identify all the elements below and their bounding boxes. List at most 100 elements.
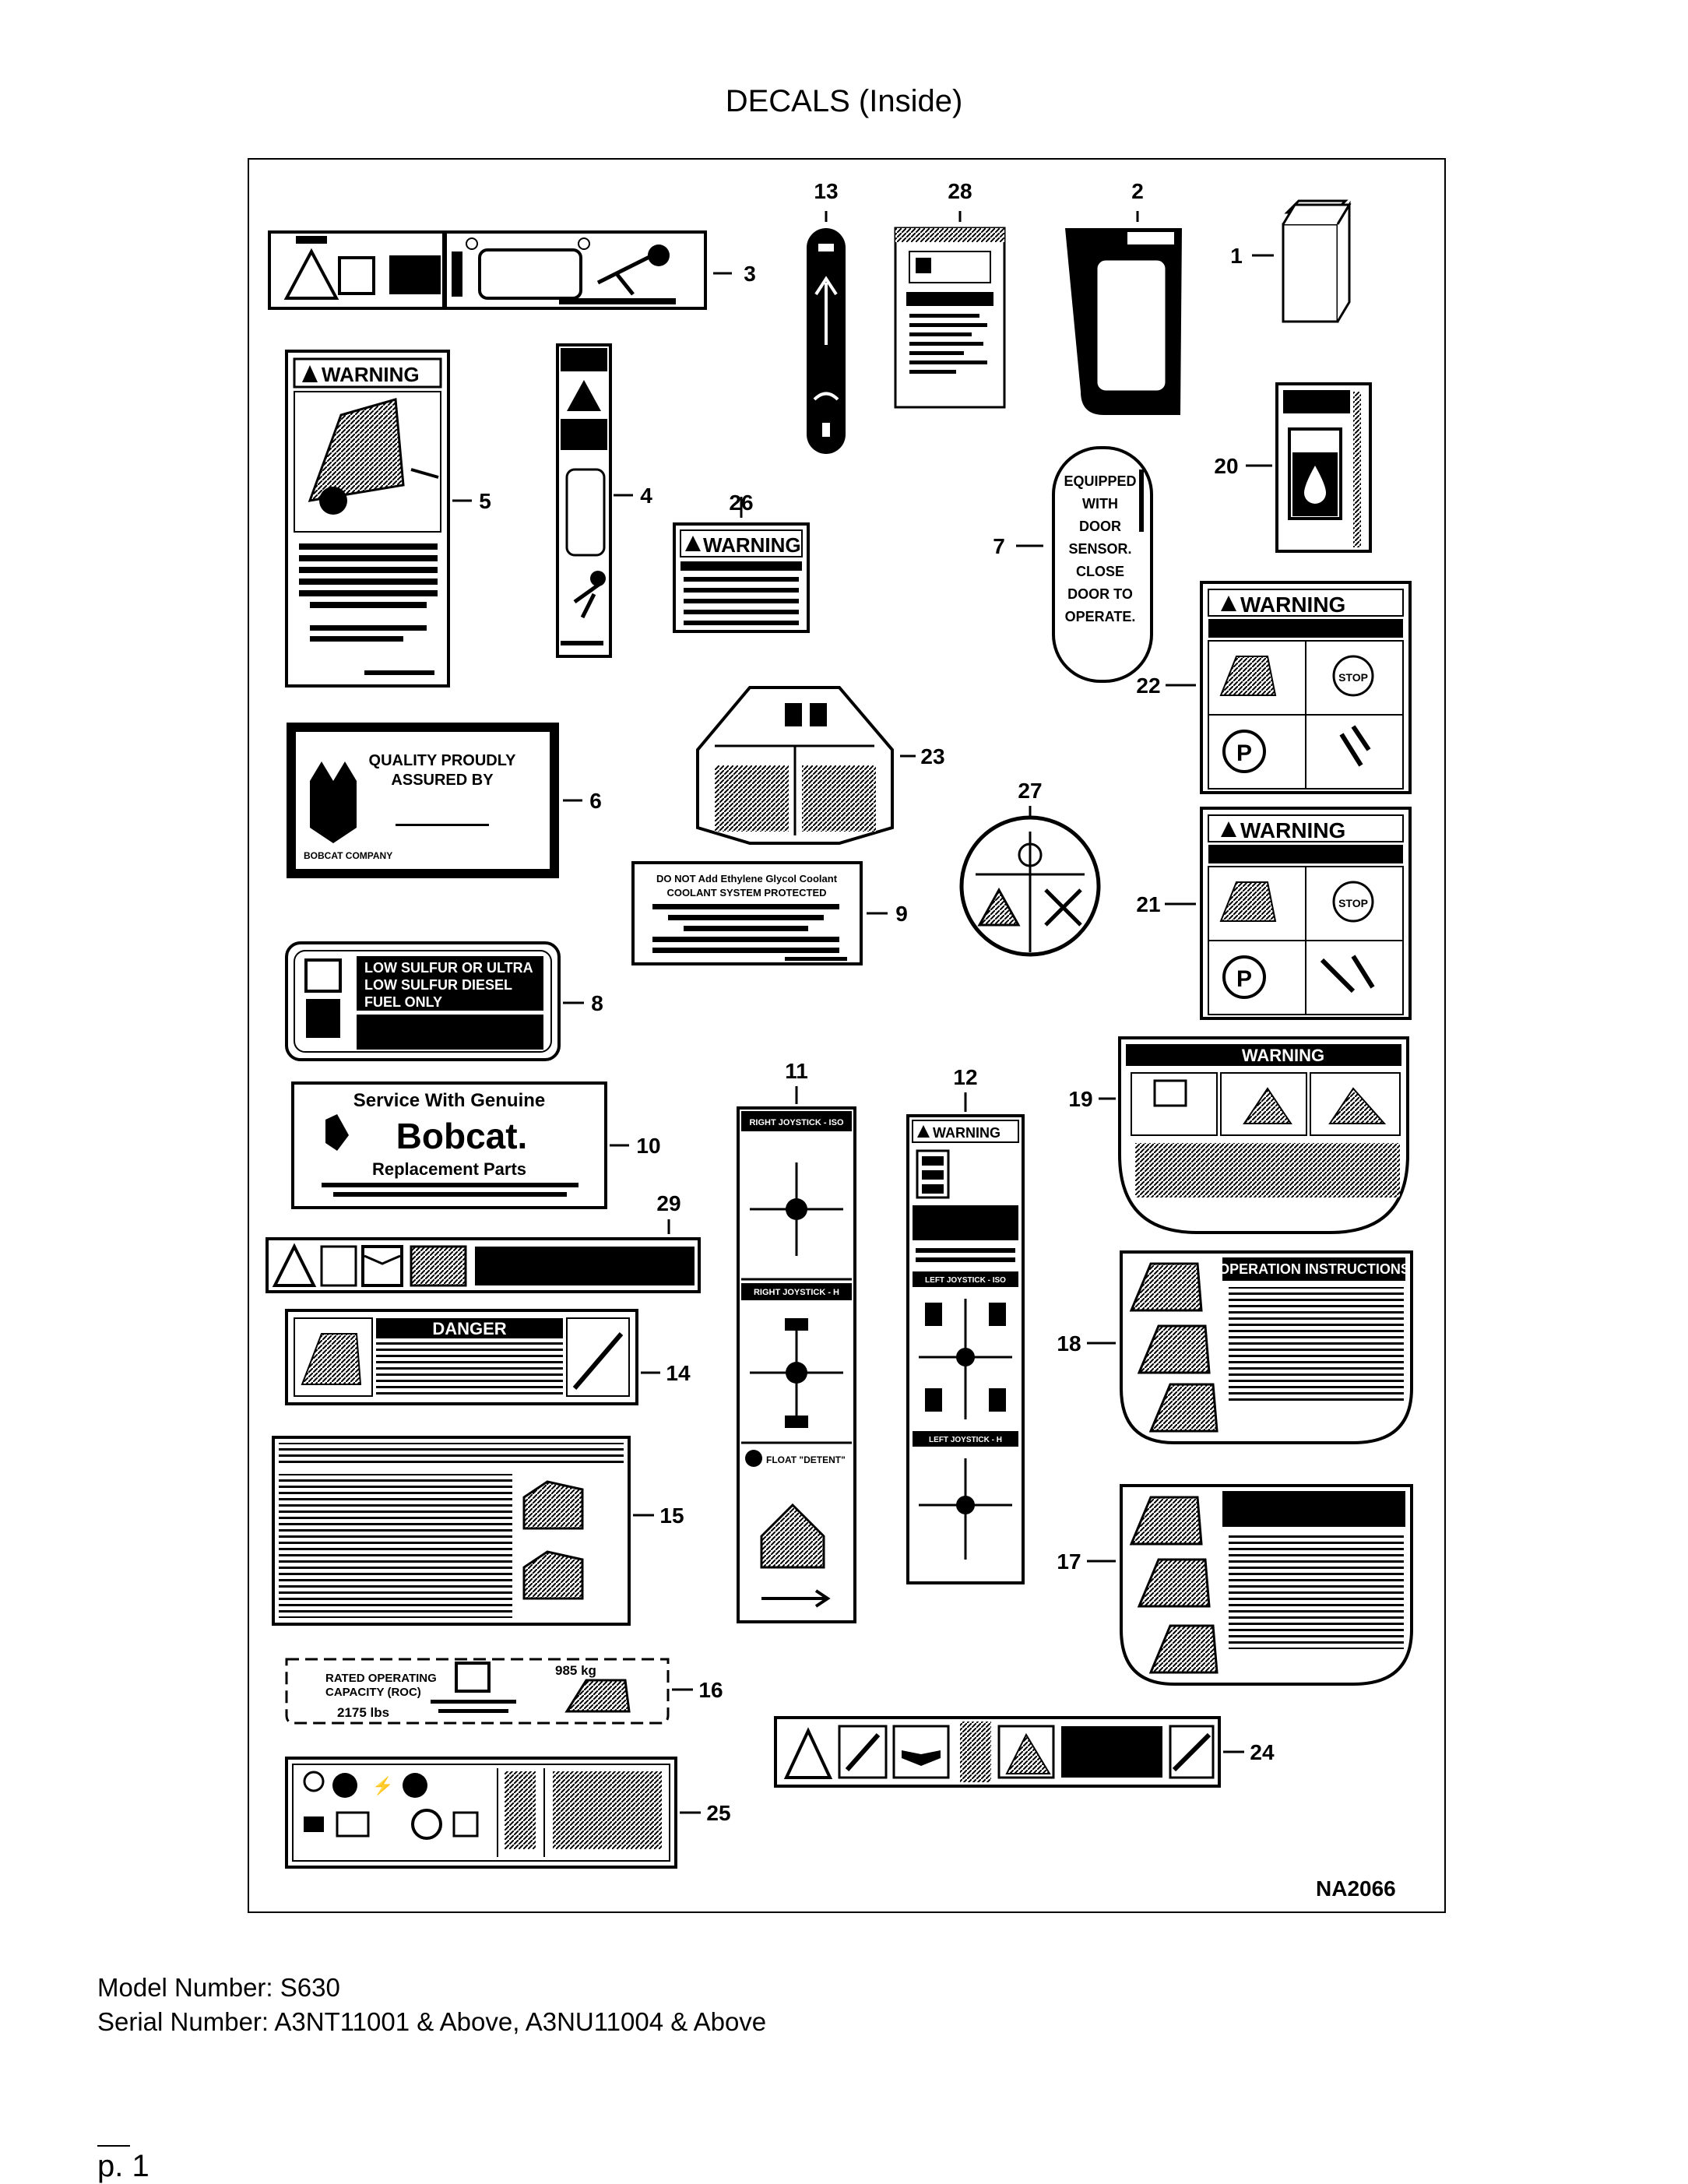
decal-26-warning: WARNING <box>703 533 801 557</box>
decal-11: RIGHT JOYSTICK - ISO RIGHT JOYSTICK - H … <box>737 1106 856 1623</box>
decal-23 <box>696 686 894 845</box>
bobcat-company: BOBCAT COMPANY <box>304 850 392 861</box>
decal-16: RATED OPERATING CAPACITY (ROC) 2175 lbs … <box>285 1658 670 1725</box>
svg-text:⚡: ⚡ <box>372 1776 393 1796</box>
callout-19: 19 <box>1068 1087 1092 1111</box>
decal-4 <box>556 343 612 658</box>
callout-22: 22 <box>1136 673 1160 698</box>
rated-capacity-lbs: 2175 lbs <box>337 1705 389 1720</box>
callout-26: 26 <box>729 491 753 515</box>
callout-9: 9 <box>895 902 908 926</box>
decal-9: DO NOT Add Ethylene Glycol Coolant COOLA… <box>631 861 863 965</box>
quality-line-1: QUALITY PROUDLY <box>369 752 517 769</box>
coolant-line-1: DO NOT Add Ethylene Glycol Coolant <box>656 873 838 885</box>
decal-1 <box>1282 199 1352 323</box>
model-number: Model Number: S630 <box>97 1973 340 2002</box>
decal-2 <box>1065 228 1182 415</box>
rated-capacity-line-1: RATED OPERATING <box>325 1672 437 1685</box>
serial-number: Serial Number: A3NT11001 & Above, A3NU11… <box>97 2007 767 2036</box>
callout-15: 15 <box>659 1503 684 1528</box>
callout-10: 10 <box>636 1134 660 1158</box>
callout-4: 4 <box>640 484 652 508</box>
callout-8: 8 <box>591 991 603 1015</box>
decal-19-warning: WARNING <box>1242 1046 1324 1065</box>
decal-29 <box>266 1237 701 1293</box>
decal-22-stop: STOP <box>1338 671 1368 684</box>
quality-line-2: ASSURED BY <box>391 772 494 789</box>
door-sensor-line-3: DOOR <box>1079 519 1121 534</box>
callout-18: 18 <box>1057 1331 1081 1356</box>
decal-22-warning: WARNING <box>1240 593 1345 617</box>
fuel-line-1: LOW SULFUR OR ULTRA <box>364 960 533 976</box>
callout-17: 17 <box>1057 1549 1081 1574</box>
callout-23: 23 <box>920 744 944 768</box>
svg-text:P: P <box>1236 966 1252 992</box>
callout-13: 13 <box>814 179 838 203</box>
right-joystick-h: RIGHT JOYSTICK - H <box>754 1288 839 1297</box>
decal-15 <box>272 1436 631 1626</box>
leader-lines <box>452 211 1274 1814</box>
decal-14-danger: DANGER <box>432 1319 506 1338</box>
decal-19: WARNING <box>1118 1036 1409 1234</box>
fuel-line-3: FUEL ONLY <box>364 994 442 1010</box>
diagram-frame <box>248 158 1446 1913</box>
rated-capacity-kg: 985 kg <box>555 1663 596 1678</box>
page-rule <box>97 2145 130 2147</box>
callout-3: 3 <box>744 262 756 286</box>
right-joystick-iso: RIGHT JOYSTICK - ISO <box>749 1118 843 1127</box>
callout-numbers: 13 28 2 1 3 5 4 26 20 7 22 23 6 27 21 9 … <box>479 179 1275 1825</box>
decal-17 <box>1120 1484 1413 1686</box>
callout-24: 24 <box>1250 1740 1275 1764</box>
decal-21-stop: STOP <box>1338 897 1368 909</box>
decal-21-warning: WARNING <box>1240 818 1345 842</box>
callout-6: 6 <box>589 789 602 813</box>
decal-12: WARNING LEFT JOYSTICK - ISO LEFT JOYSTIC… <box>906 1114 1025 1584</box>
callout-25: 25 <box>706 1801 730 1825</box>
decal-18: OPERATION INSTRUCTIONS <box>1120 1250 1413 1444</box>
decal-28 <box>894 227 1006 409</box>
page-title: DECALS (Inside) <box>725 84 963 118</box>
fuel-line-2: LOW SULFUR DIESEL <box>364 977 512 993</box>
callout-2: 2 <box>1131 179 1144 203</box>
door-sensor-line-7: OPERATE. <box>1065 609 1136 624</box>
callout-14: 14 <box>666 1361 691 1385</box>
decal-7: EQUIPPED WITH DOOR SENSOR. CLOSE DOOR TO… <box>1052 446 1153 683</box>
rated-capacity-line-2: CAPACITY (ROC) <box>325 1686 421 1699</box>
left-joystick-h: LEFT JOYSTICK - H <box>929 1436 1002 1444</box>
callout-1: 1 <box>1230 244 1243 268</box>
callout-5: 5 <box>479 489 491 513</box>
decal-26: WARNING <box>673 522 810 633</box>
decal-5-warning: WARNING <box>322 363 420 386</box>
callout-12: 12 <box>953 1065 977 1089</box>
genuine-line-2: Replacement Parts <box>372 1159 526 1179</box>
decal-14: DANGER <box>285 1309 638 1405</box>
coolant-line-2: COOLANT SYSTEM PROTECTED <box>666 887 826 899</box>
callout-27: 27 <box>1018 779 1042 803</box>
page-number: p. 1 <box>97 2149 149 2183</box>
door-sensor-line-4: SENSOR. <box>1068 541 1131 557</box>
door-sensor-line-5: CLOSE <box>1076 564 1124 579</box>
left-joystick-iso: LEFT JOYSTICK - ISO <box>925 1276 1006 1285</box>
decal-22: WARNING STOP P <box>1200 581 1412 794</box>
decal-21: WARNING STOP P <box>1200 807 1412 1020</box>
door-sensor-line-6: DOOR TO <box>1067 586 1133 602</box>
decal-diagram: WARNING WARNING <box>266 179 1413 1869</box>
decal-12-warning: WARNING <box>933 1125 1000 1141</box>
float-detent: FLOAT "DETENT" <box>766 1454 846 1465</box>
decal-6: QUALITY PROUDLY ASSURED BY BOBCAT COMPAN… <box>287 723 559 878</box>
callout-28: 28 <box>948 179 972 203</box>
decal-18-operation: OPERATION INSTRUCTIONS <box>1219 1261 1410 1277</box>
decal-8: LOW SULFUR OR ULTRA LOW SULFUR DIESEL FU… <box>285 941 561 1061</box>
callout-7: 7 <box>993 534 1005 558</box>
decal-3 <box>268 230 707 310</box>
svg-text:P: P <box>1236 740 1252 766</box>
callout-11: 11 <box>785 1059 808 1083</box>
decal-27 <box>959 815 1101 957</box>
callout-20: 20 <box>1214 454 1238 478</box>
decal-24 <box>774 1716 1221 1788</box>
decal-13 <box>807 228 846 454</box>
decal-20 <box>1275 382 1372 553</box>
callout-16: 16 <box>698 1678 723 1702</box>
callout-29: 29 <box>656 1191 680 1215</box>
decal-5: WARNING <box>285 350 450 688</box>
